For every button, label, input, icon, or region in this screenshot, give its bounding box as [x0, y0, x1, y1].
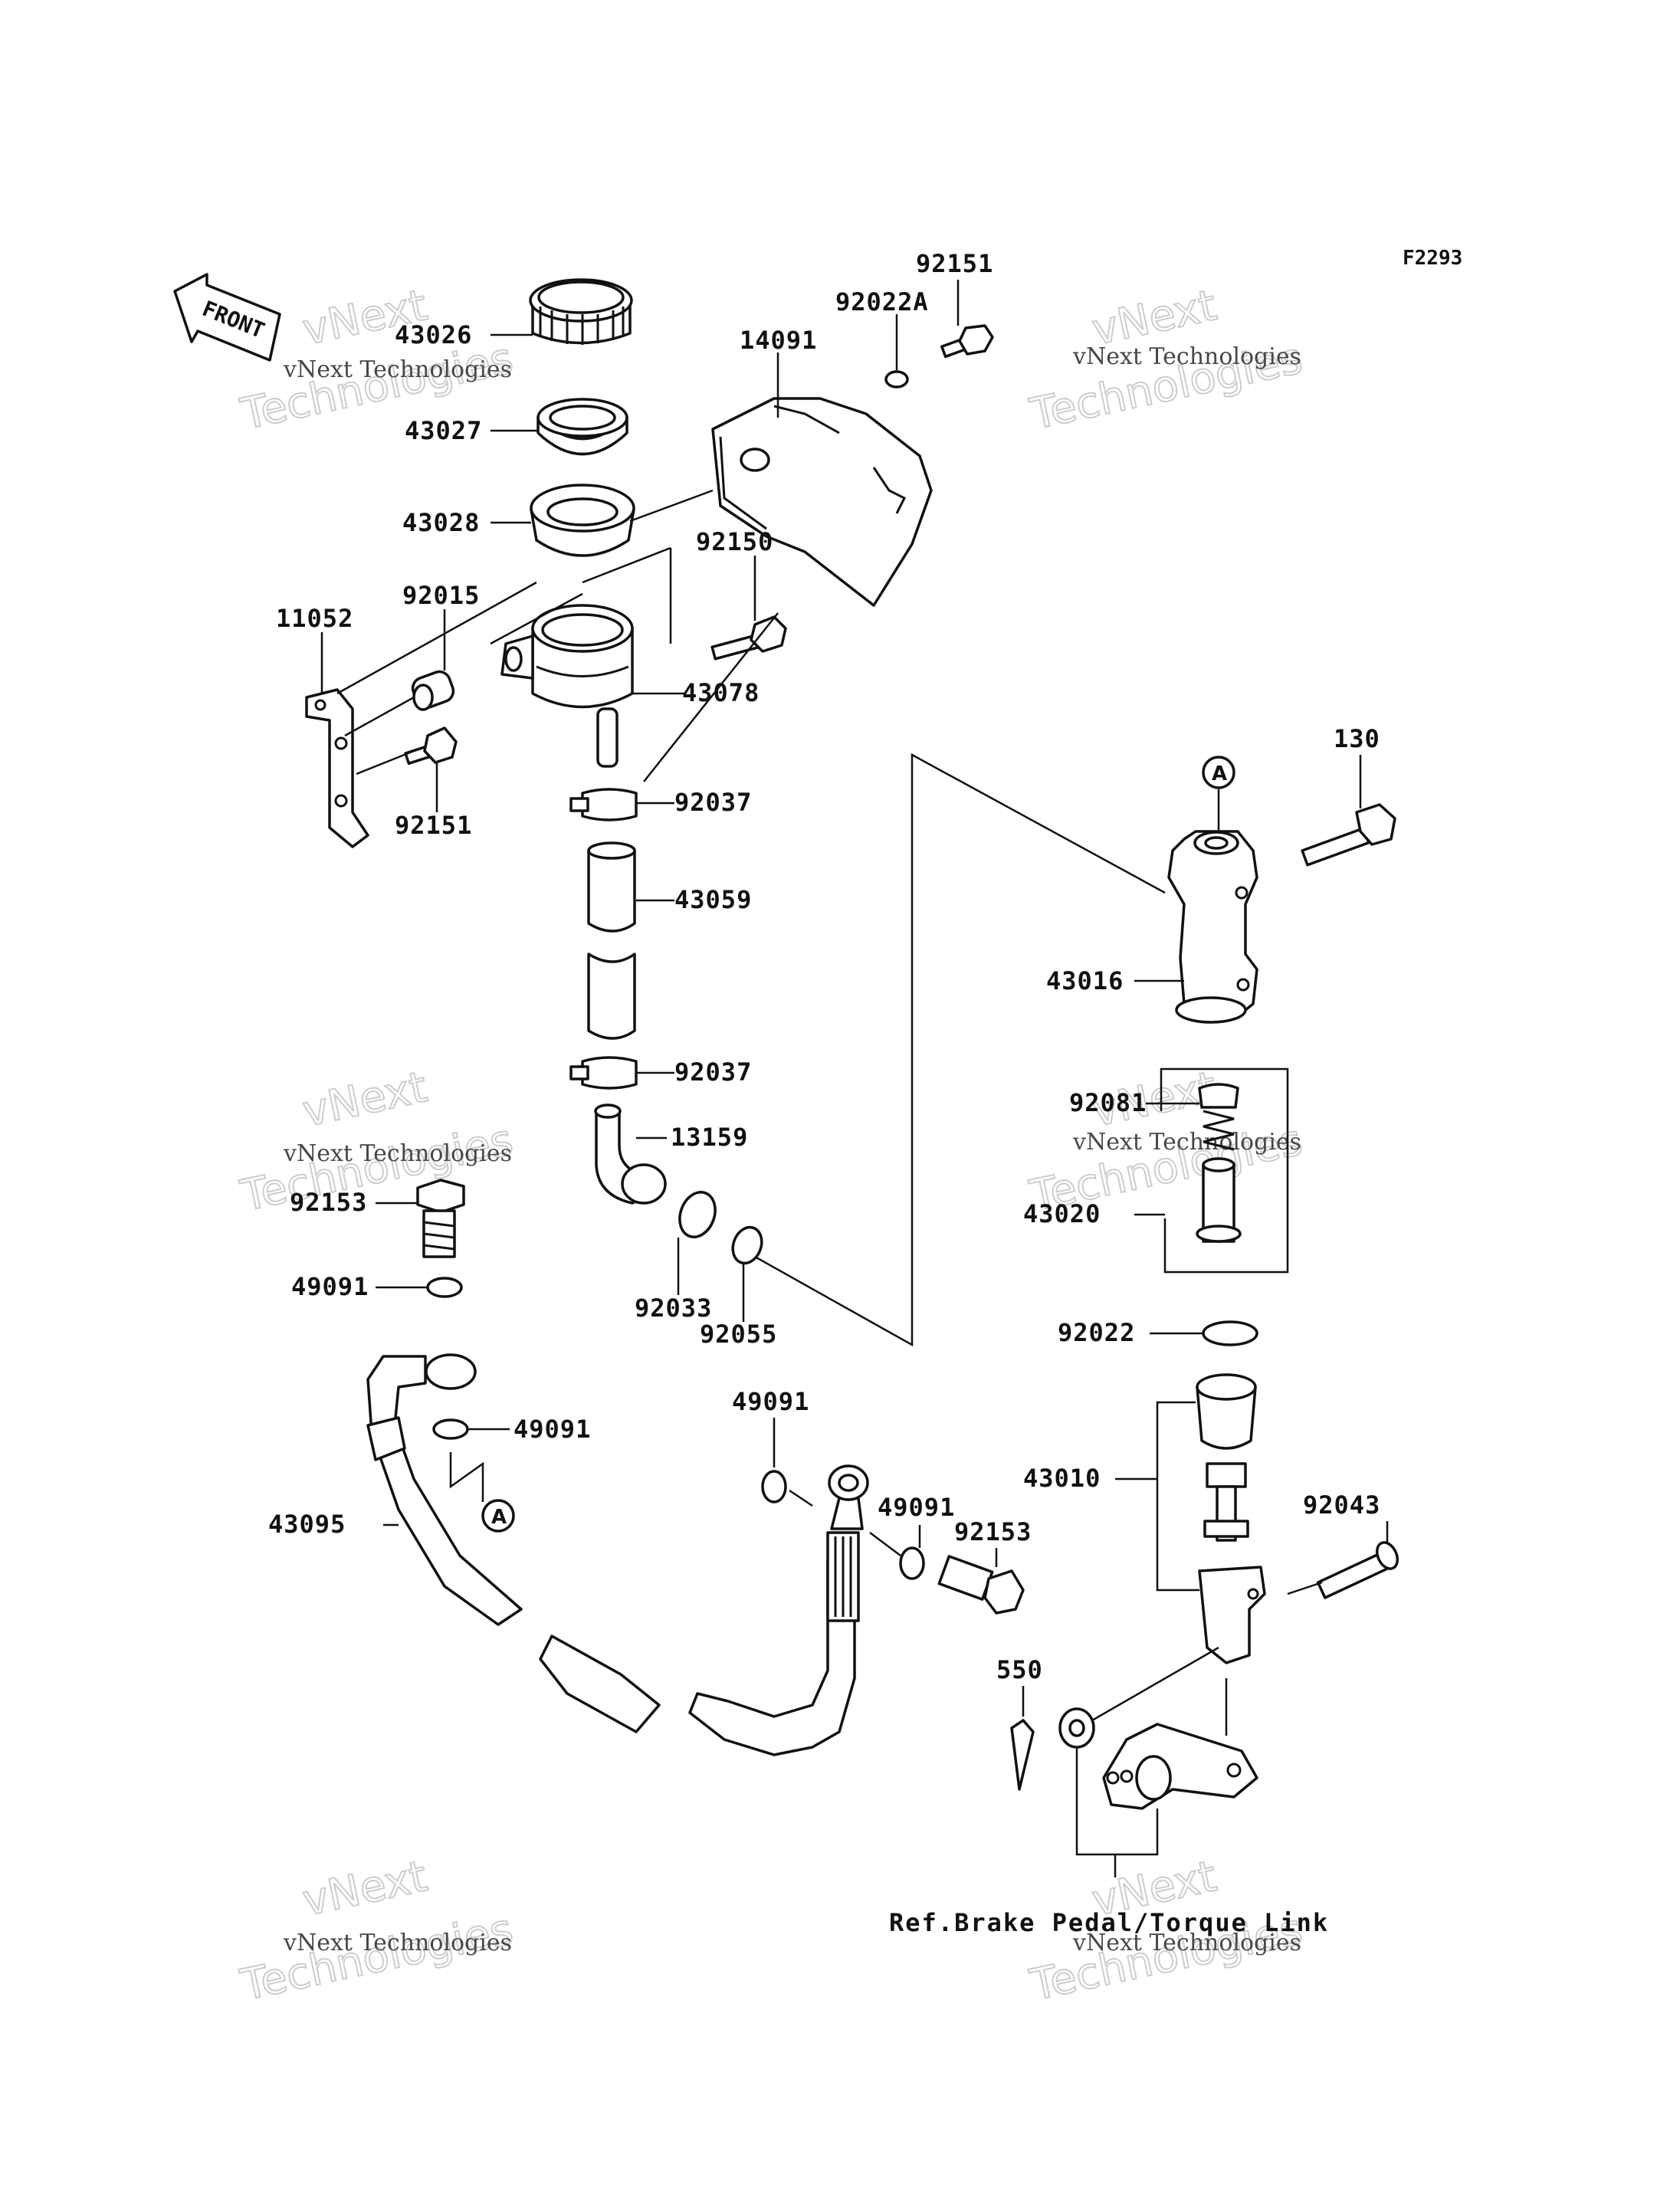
svg-text:vNext Technologies: vNext Technologies	[283, 356, 512, 383]
label-43095: 43095	[268, 1510, 346, 1539]
svg-text:vNext Technologies: vNext Technologies	[283, 1140, 512, 1167]
label-49091-d: 49091	[878, 1493, 955, 1522]
label-92153-left: 92153	[290, 1188, 367, 1217]
svg-text:Technologies: Technologies	[236, 1904, 517, 2011]
svg-text:A: A	[491, 1506, 507, 1529]
bolt-92151-top	[940, 324, 994, 359]
label-92153-mid: 92153	[954, 1517, 1032, 1546]
washer-92022A	[884, 370, 909, 389]
label-49091-b: 49091	[514, 1415, 591, 1444]
push-rod-43010	[1196, 1373, 1266, 1664]
svg-text:vNext Technologies: vNext Technologies	[1072, 1930, 1301, 1956]
svg-text:vNext Technologies: vNext Technologies	[283, 1930, 512, 1956]
reservoir-cover	[711, 397, 933, 607]
label-43027: 43027	[405, 416, 482, 445]
label-43020: 43020	[1023, 1199, 1101, 1228]
label-13159: 13159	[671, 1123, 748, 1152]
bolt-130	[1301, 803, 1396, 867]
svg-text:vNext Technologies: vNext Technologies	[1072, 1129, 1301, 1156]
part-labels: 43026 43027 43028 14091 92022A 92151 921…	[268, 249, 1380, 1684]
reservoir-cap	[529, 278, 633, 345]
bolt-92151-left	[404, 726, 458, 766]
washer-torque-link	[1058, 1707, 1095, 1749]
clamp-92037-lower	[569, 1056, 638, 1090]
reservoir-tank	[500, 604, 634, 768]
label-49091-c: 49091	[732, 1387, 809, 1416]
washer-49091-a	[426, 1277, 463, 1298]
label-92037-upper: 92037	[674, 788, 752, 817]
hose-43059	[587, 841, 636, 1040]
label-92081: 92081	[1069, 1088, 1147, 1117]
svg-text:vNext: vNext	[298, 1851, 431, 1926]
label-92022A: 92022A	[835, 287, 929, 316]
banjo-bolt-92153-mid	[937, 1555, 1025, 1615]
clamp-92037-upper	[569, 788, 638, 821]
label-43016: 43016	[1046, 966, 1124, 995]
circlip-92022	[1202, 1320, 1258, 1346]
front-arrow-icon: FRONT	[173, 273, 281, 362]
label-92037-lower: 92037	[674, 1058, 752, 1087]
bolt-92150	[710, 615, 787, 661]
svg-text:A: A	[1212, 762, 1227, 785]
label-43028: 43028	[402, 508, 480, 537]
label-49091-a: 49091	[291, 1272, 369, 1301]
label-550: 550	[996, 1655, 1043, 1684]
banjo-bolt-92153-left	[416, 1179, 465, 1258]
washer-49091-d	[899, 1546, 925, 1580]
label-92043: 92043	[1303, 1490, 1380, 1520]
collar-92015	[411, 670, 455, 711]
label-92151-top: 92151	[916, 249, 993, 278]
leader-lines	[320, 280, 1389, 1877]
label-14091: 14091	[740, 326, 817, 355]
marker-a-lower: A	[481, 1499, 515, 1533]
label-92055: 92055	[700, 1320, 777, 1349]
label-92150: 92150	[696, 527, 773, 556]
label-43078: 43078	[682, 678, 760, 707]
svg-text:Technologies: Technologies	[236, 1115, 517, 1221]
o-ring-92055	[731, 1225, 763, 1265]
label-130: 130	[1334, 724, 1380, 753]
label-92151-bottom: 92151	[395, 811, 472, 840]
torque-link-lever	[1102, 1723, 1258, 1810]
elbow-13159	[594, 1103, 667, 1205]
master-cylinder-43016	[1167, 830, 1258, 1024]
label-11052: 11052	[276, 604, 353, 633]
reservoir-diaphragm	[530, 484, 635, 557]
label-92033: 92033	[635, 1294, 712, 1323]
circlip-92033	[678, 1191, 717, 1238]
washer-49091-c	[761, 1470, 787, 1503]
piston-kit-box	[1160, 1067, 1289, 1274]
label-92015: 92015	[402, 581, 480, 610]
cotter-pin-550	[1010, 1719, 1035, 1791]
label-92022: 92022	[1058, 1318, 1135, 1347]
figure-id: F2293	[1403, 247, 1462, 270]
label-43010: 43010	[1023, 1464, 1101, 1493]
bracket-11052	[305, 688, 369, 848]
reservoir-plate	[536, 398, 628, 456]
svg-text:vNext Technologies: vNext Technologies	[1072, 343, 1301, 370]
pin-92043	[1316, 1541, 1399, 1599]
label-43059: 43059	[674, 885, 752, 914]
brake-hose-43095	[366, 1353, 869, 1756]
ref-note: Ref.Brake Pedal/Torque Link	[889, 1908, 1329, 1937]
marker-a-upper: A	[1202, 756, 1235, 789]
washer-49091-b	[432, 1418, 469, 1440]
svg-text:vNext: vNext	[298, 1062, 431, 1137]
label-43026: 43026	[395, 320, 472, 349]
